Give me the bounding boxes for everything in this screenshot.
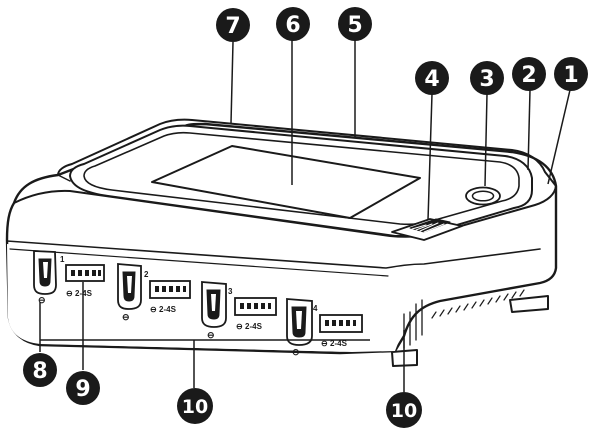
callout-badges: 1 2 3 4 5 6 7 8 (23, 7, 588, 428)
svg-text:1: 1 (563, 63, 578, 88)
polarity-minus-label: ⊖ (150, 305, 157, 314)
leader-1 (547, 89, 571, 185)
channel-number: 4 (313, 304, 318, 313)
polarity-minus-label: ⊖ (321, 339, 328, 348)
callout-7: 7 (216, 8, 250, 42)
svg-text:6: 6 (285, 13, 300, 38)
callout-5: 5 (338, 7, 372, 41)
callout-10b: 10 (386, 392, 422, 428)
balance-label: 2-4S (159, 305, 177, 314)
front-ports: ⊖ 2-4S ⊖ 1 ⊖ 2-4S ⊖ 2 ⊖ 2-4S ⊖ 3 (33, 250, 363, 357)
polarity-minus-label: ⊖ (292, 347, 300, 357)
leader-2 (527, 89, 531, 171)
svg-text:5: 5 (347, 13, 362, 38)
callout-1: 1 (554, 57, 588, 91)
balance-label: 2-4S (245, 322, 263, 331)
leader-10a (40, 339, 370, 388)
callout-10a: 10 (177, 388, 213, 424)
polarity-minus-label: ⊖ (66, 289, 73, 298)
svg-text:2: 2 (521, 63, 536, 88)
callout-6: 6 (276, 7, 310, 41)
balance-label: 2-4S (330, 339, 348, 348)
channel-number: 1 (60, 255, 65, 264)
channel-1: ⊖ 2-4S ⊖ 1 (33, 250, 105, 305)
power-button (465, 186, 501, 206)
svg-text:3: 3 (479, 67, 494, 92)
callout-9: 9 (66, 371, 100, 405)
channel-3: ⊖ 2-4S ⊖ 3 (201, 281, 277, 340)
callout-3: 3 (470, 61, 504, 95)
svg-text:10: 10 (391, 400, 417, 422)
polarity-minus-label: ⊖ (207, 330, 215, 340)
callout-8: 8 (23, 353, 57, 387)
rear-foot (509, 295, 549, 313)
callout-2: 2 (512, 57, 546, 91)
svg-text:8: 8 (32, 359, 47, 384)
leader-4 (427, 93, 433, 221)
leader-3 (484, 93, 488, 187)
balance-label: 2-4S (75, 289, 93, 298)
channel-2: ⊖ 2-4S ⊖ 2 (117, 263, 191, 322)
leader-7 (230, 41, 234, 124)
polarity-minus-label: ⊖ (122, 312, 130, 322)
display-screen (151, 145, 421, 219)
channel-number: 3 (228, 287, 233, 296)
svg-text:4: 4 (424, 67, 439, 92)
svg-text:9: 9 (75, 377, 90, 402)
svg-text:7: 7 (225, 14, 240, 39)
svg-text:10: 10 (182, 396, 208, 418)
polarity-minus-label: ⊖ (236, 322, 243, 331)
charger-device (5, 118, 558, 367)
channel-number: 2 (144, 270, 149, 279)
front-panel-ridge (6, 240, 541, 269)
scroll-wheel (391, 218, 463, 241)
lid-edge (57, 118, 557, 187)
leader-lines (39, 40, 571, 392)
side-vents (431, 289, 525, 319)
polarity-minus-label: ⊖ (38, 295, 46, 305)
callout-4: 4 (415, 61, 449, 95)
channel-4: ⊖ 2-4S ⊖ 4 (286, 298, 363, 357)
